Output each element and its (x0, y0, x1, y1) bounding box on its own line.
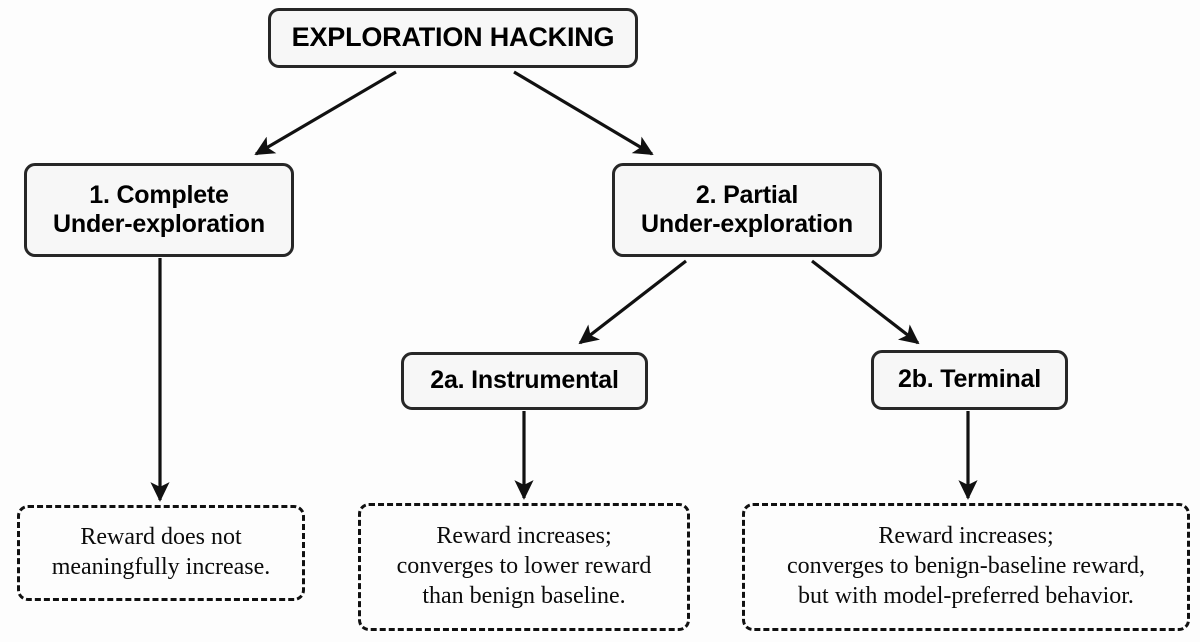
node-complete-under-exploration-label: 1. Complete Under-exploration (53, 180, 265, 238)
node-complete-under-exploration[interactable]: 1. Complete Under-exploration (24, 163, 294, 257)
node-terminal-label: 2b. Terminal (897, 365, 1041, 394)
edge-root-to-complete (254, 70, 397, 156)
node-exploration-hacking[interactable]: EXPLORATION HACKING (268, 8, 638, 68)
outcome-instrumental: Reward increases; converges to lower rew… (358, 503, 690, 631)
node-terminal[interactable]: 2b. Terminal (871, 350, 1068, 410)
outcome-complete-under-exploration: Reward does not meaningfully increase. (17, 505, 305, 601)
node-partial-under-exploration-label: 2. Partial Under-exploration (641, 180, 853, 238)
node-instrumental-label: 2a. Instrumental (430, 366, 619, 395)
node-exploration-hacking-label: EXPLORATION HACKING (291, 22, 615, 53)
node-instrumental[interactable]: 2a. Instrumental (401, 352, 648, 410)
outcome-instrumental-label: Reward increases; converges to lower rew… (396, 523, 652, 609)
edge-partial-to-terminal (811, 259, 920, 345)
edge-partial-to-instrumental (578, 259, 687, 345)
node-partial-under-exploration[interactable]: 2. Partial Under-exploration (612, 163, 882, 257)
outcome-complete-under-exploration-label: Reward does not meaningfully increase. (51, 524, 271, 580)
edge-root-to-partial (513, 70, 654, 156)
outcome-terminal: Reward increases; converges to benign-ba… (742, 503, 1190, 631)
outcome-terminal-label: Reward increases; converges to benign-ba… (786, 523, 1146, 609)
